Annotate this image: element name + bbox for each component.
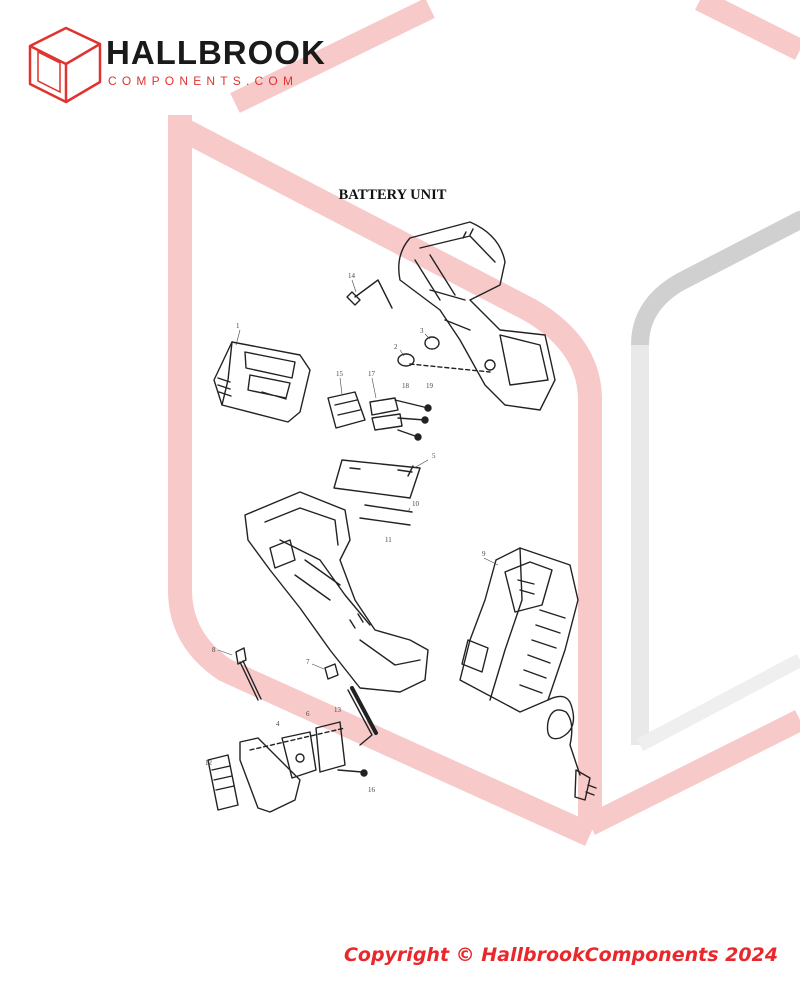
handle-housing-top [398,221,556,411]
knob-parts [397,336,491,373]
callout-8: 8 [212,646,216,654]
hex-key [346,279,393,309]
housing-lower [244,491,429,693]
battery-pack [213,341,311,423]
callout-3: 3 [420,327,424,335]
callout-15: 15 [336,370,344,378]
callout-16: 16 [368,786,376,794]
contact-plate [327,391,432,441]
bolt [235,647,262,701]
callout-13: 13 [334,706,342,714]
brand-tagline: COMPONENTS.COM [108,74,299,88]
brand-logo[interactable] [26,24,306,106]
copyright-notice: Copyright © HallbrookComponents 2024 [343,944,778,966]
callout-numbers: 1 2 3 4 5 6 7 8 9 10 11 12 13 14 15 16 1… [205,272,486,794]
callout-10: 10 [412,500,420,508]
callout-17: 17 [368,370,376,378]
switch-cable [324,663,378,746]
brand-name: HALLBROOK [106,34,326,71]
callout-18: 18 [402,382,410,390]
charger [459,547,579,713]
callout-12: 12 [205,759,213,767]
wires [359,504,413,526]
callout-7: 7 [306,658,310,666]
cube-logo-icon [28,26,102,104]
callout-19: 19 [426,382,434,390]
callout-11: 11 [385,536,392,544]
callout-5: 5 [432,452,436,460]
callout-2: 2 [394,343,398,351]
callout-1: 1 [236,322,240,330]
power-cord [546,695,597,801]
diagram-title: BATTERY UNIT [338,187,447,203]
circuit-board [333,459,421,499]
callout-9: 9 [482,550,486,558]
callout-4: 4 [276,720,280,728]
callout-6: 6 [306,710,310,718]
bottom-bracket [207,721,368,813]
callout-14: 14 [348,272,356,280]
